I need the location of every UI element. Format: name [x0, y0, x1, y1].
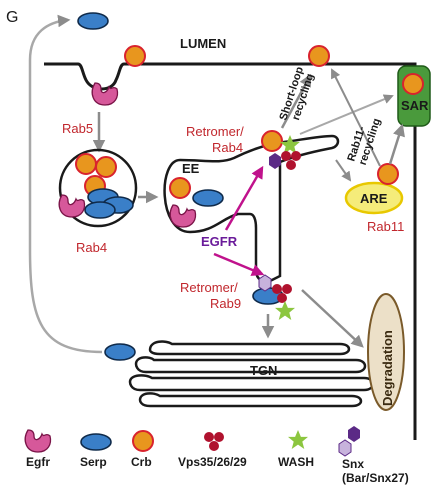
retromer-rab4-complex	[261, 130, 301, 170]
legend: Egfr Serp Crb Vps35/26/29 WASH Snx (Bar/…	[24, 426, 409, 485]
legend-snx-sublabel: (Bar/Snx27)	[342, 471, 409, 485]
legend-wash-label: WASH	[278, 455, 314, 469]
arrow-short-loop	[280, 73, 312, 129]
legend-serp: Serp	[80, 433, 112, 469]
serp-lumen	[77, 12, 109, 30]
legend-crb-label: Crb	[131, 455, 152, 469]
rab11-label: Rab11	[367, 219, 404, 234]
wash-star-icon	[288, 430, 308, 449]
are-label: ARE	[360, 191, 388, 206]
serp-ee	[192, 189, 224, 207]
legend-vps-label: Vps35/26/29	[178, 455, 247, 469]
snx-hexagon-light-icon	[338, 439, 352, 457]
egfr-label: EGFR	[201, 234, 238, 249]
crb-surface-2	[308, 45, 330, 67]
retromer-rab9-label-1: Retromer/	[180, 280, 238, 295]
snx-hexagon-icon	[348, 426, 360, 442]
tgn-label: TGN	[250, 363, 277, 378]
crb-are	[377, 163, 399, 185]
arrow-are-to-sar	[388, 123, 405, 165]
rab5-label: Rab5	[62, 121, 93, 136]
crb-circle-icon	[132, 430, 154, 452]
panel-label: G	[6, 9, 18, 26]
retromer-rab9-label-2: Rab9	[210, 296, 241, 311]
legend-egfr-label: Egfr	[26, 455, 50, 469]
legend-crb: Crb	[131, 430, 154, 469]
early-endosome	[163, 134, 340, 283]
egfr-crescent-icon	[24, 429, 52, 453]
legend-wash: WASH	[278, 430, 314, 469]
ee-label: EE	[182, 161, 200, 176]
egfr-ee	[169, 204, 197, 228]
rab11-recycling-label: Rab11- recycling	[345, 113, 383, 166]
crb-ee	[169, 177, 191, 199]
legend-snx-label: Snx	[342, 457, 364, 471]
legend-snx: Snx (Bar/Snx27)	[338, 426, 409, 485]
serp-tgn	[104, 343, 136, 361]
legend-vps: Vps35/26/29	[178, 432, 247, 469]
plasma-membrane	[44, 62, 417, 440]
arrow-ee-to-sar	[299, 94, 394, 135]
short-loop-label: Short-loop recycling	[277, 62, 318, 125]
egfr-endocytic	[91, 82, 119, 106]
legend-serp-label: Serp	[80, 455, 107, 469]
arrow-to-degradation	[301, 289, 364, 348]
serp-oval-icon	[80, 433, 112, 451]
degradation-label: Degradation	[380, 330, 395, 406]
sar-compartment: SAR	[397, 65, 431, 127]
crb-surface-1	[124, 45, 146, 67]
legend-egfr: Egfr	[24, 429, 52, 469]
sar-label: SAR	[401, 98, 429, 113]
rab4-endosome	[58, 148, 138, 228]
vps-trimer-icon	[204, 432, 224, 451]
arrow-egfr-to-rab9	[213, 252, 265, 276]
arrow-tgn-to-lumen	[28, 14, 103, 354]
arrow-ee-to-are	[335, 159, 352, 182]
arrow-egfr-to-rab4	[224, 165, 264, 231]
lumen-label: LUMEN	[180, 36, 226, 51]
retromer-rab4-label-2: Rab4	[212, 140, 243, 155]
arrow-are-to-surface	[331, 68, 381, 167]
rab4-label: Rab4	[76, 240, 107, 255]
degradation-compartment: Degradation	[367, 293, 405, 411]
are-compartment: ARE	[344, 181, 404, 215]
retromer-rab9-complex	[252, 274, 295, 320]
retromer-rab4-label-1: Retromer/	[186, 124, 244, 139]
